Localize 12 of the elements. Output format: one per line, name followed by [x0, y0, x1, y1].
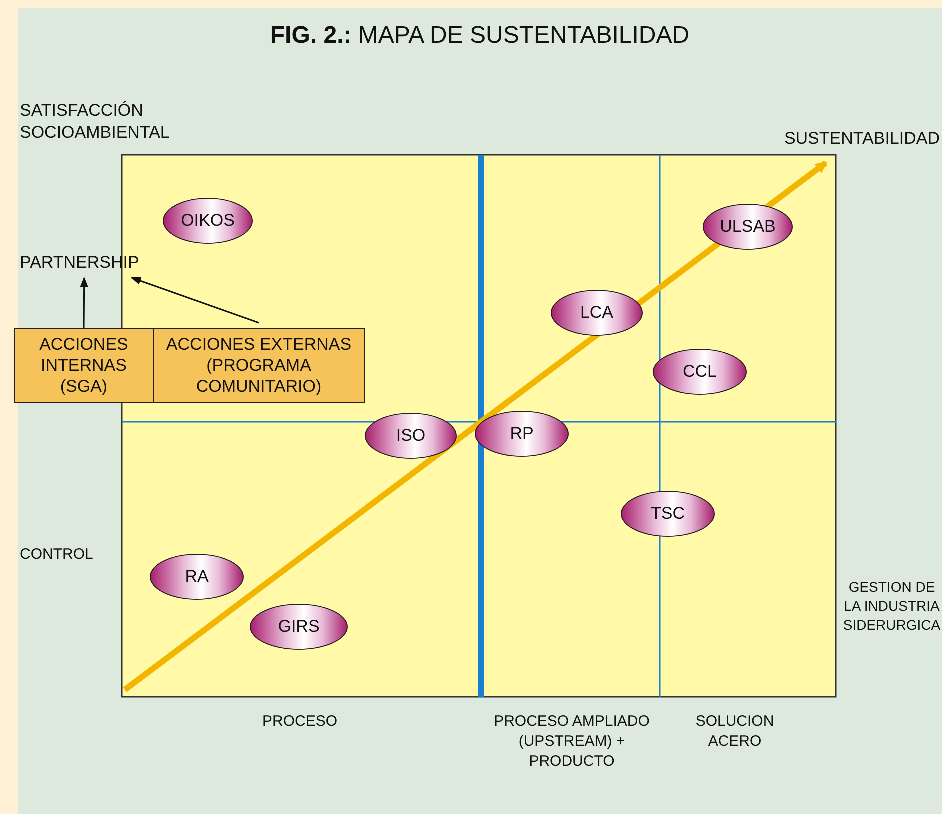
axis-label: SOLUCION ACERO — [694, 712, 776, 752]
action-box: ACCIONES INTERNAS (SGA) — [14, 328, 154, 403]
axis-label: PROCESO — [261, 712, 338, 732]
axis-label: GESTION DE LA INDUSTRIA SIDERURGICA — [842, 578, 942, 635]
arrow — [131, 277, 260, 324]
arrow — [80, 277, 88, 328]
axis-label: CONTROL — [20, 545, 94, 565]
axis-title: SATISFACCIÓN SOCIOAMBIENTAL — [20, 100, 171, 144]
diagram-title: FIG. 2.: MAPA DE SUSTENTABILIDAD — [269, 22, 691, 50]
axis-label: PROCESO AMPLIADO (UPSTREAM) + PRODUCTO — [493, 712, 651, 772]
action-box: ACCIONES EXTERNAS (PROGRAMA COMUNITARIO) — [153, 328, 365, 403]
axis-title: SUSTENTABILIDAD — [783, 128, 940, 150]
